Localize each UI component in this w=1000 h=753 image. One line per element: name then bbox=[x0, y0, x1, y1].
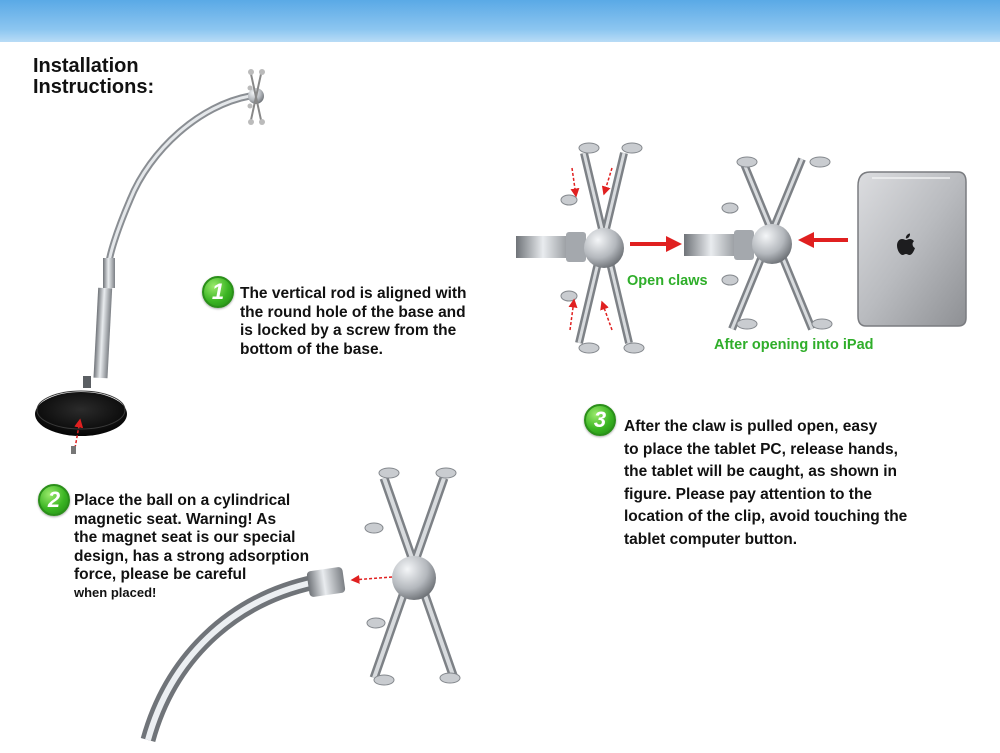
step-3-line: After the claw is pulled open, easy bbox=[624, 418, 878, 435]
step-2-badge: 2 bbox=[38, 484, 70, 516]
open-claws-label: Open claws bbox=[627, 273, 708, 289]
step-3-line: tablet computer button. bbox=[624, 530, 798, 548]
step-1-line: the round hole of the base and bbox=[240, 303, 466, 321]
step-1-line: The vertical rod is aligned with bbox=[240, 285, 467, 302]
step-2-line: the magnet seat is our special bbox=[74, 529, 296, 546]
step-1-text: The vertical rod is aligned with the rou… bbox=[240, 285, 467, 359]
step-2-text: Place the ball on a cylindrical magnetic… bbox=[74, 492, 309, 601]
title-line-1: Installation bbox=[33, 55, 139, 77]
step-3-line: location of the clip, avoid touching the bbox=[624, 508, 908, 525]
step-1-line: bottom of the base. bbox=[240, 340, 383, 358]
step-2-line: when placed! bbox=[74, 584, 157, 600]
step-2-line: Place the ball on a cylindrical bbox=[74, 492, 291, 509]
page-title: Installation Instructions: bbox=[33, 56, 253, 98]
stand-illustration bbox=[35, 69, 265, 454]
step-3-line: the tablet will be caught, as shown in bbox=[624, 463, 898, 480]
step-3-line: figure. Please pay attention to the bbox=[624, 485, 873, 503]
step-2-line: design, has a strong adsorption bbox=[74, 547, 310, 565]
step-3-badge: 3 bbox=[584, 404, 616, 436]
after-opening-label: After opening into iPad bbox=[714, 337, 874, 353]
mount-illustration bbox=[140, 467, 461, 742]
step-2-line: magnetic seat. Warning! As bbox=[74, 510, 277, 528]
title-line-2: Instructions: bbox=[33, 76, 155, 98]
step-2-line: force, please be careful bbox=[74, 566, 247, 583]
step-1-line: is locked by a screw from the bbox=[240, 322, 457, 339]
step-3-text: After the claw is pulled open, easy to p… bbox=[624, 416, 907, 551]
apple-logo-icon bbox=[896, 232, 916, 256]
step-1-badge: 1 bbox=[202, 276, 234, 308]
step-3-line: to place the tablet PC, release hands, bbox=[624, 440, 898, 458]
header-band bbox=[0, 0, 1000, 42]
